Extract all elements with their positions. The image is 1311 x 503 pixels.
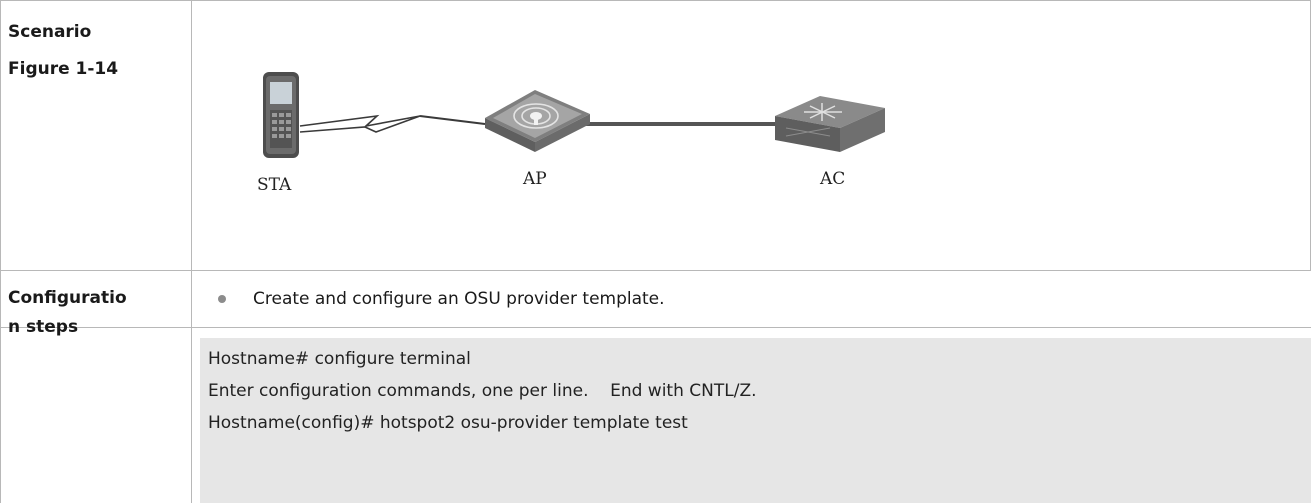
top-border [0,0,1311,1]
row-divider-1 [0,270,1311,271]
bullet-dot [218,295,226,303]
column-divider [191,0,192,503]
bullet-text: Create and configure an OSU provider tem… [253,289,665,309]
access-controller-icon [775,96,885,152]
figure-label: Figure 1-14 [8,59,119,79]
code-block: Hostname# configure terminal Enter confi… [200,338,1311,503]
code-line: Hostname# configure terminal [208,349,471,369]
scenario-label: Scenario [8,22,92,42]
bullet-item: Create and configure an OSU provider tem… [218,284,665,314]
code-line: Enter configuration commands, one per li… [208,381,757,401]
access-point-icon [485,90,590,152]
network-topology-figure: STA AP AC [257,72,885,195]
phone-icon [263,72,299,158]
wireless-link [299,114,421,133]
row-divider-2 [0,327,1311,328]
wireless-link-tail [419,115,486,125]
left-border [0,0,1,503]
config-steps-label-line1: Configuratio [8,288,127,308]
ac-label: AC [819,169,845,189]
ap-label: AP [522,169,547,189]
sta-label: STA [257,175,292,195]
code-line: Hostname(config)# hotspot2 osu-provider … [208,413,688,433]
config-steps-label-line2: n steps [8,317,79,337]
